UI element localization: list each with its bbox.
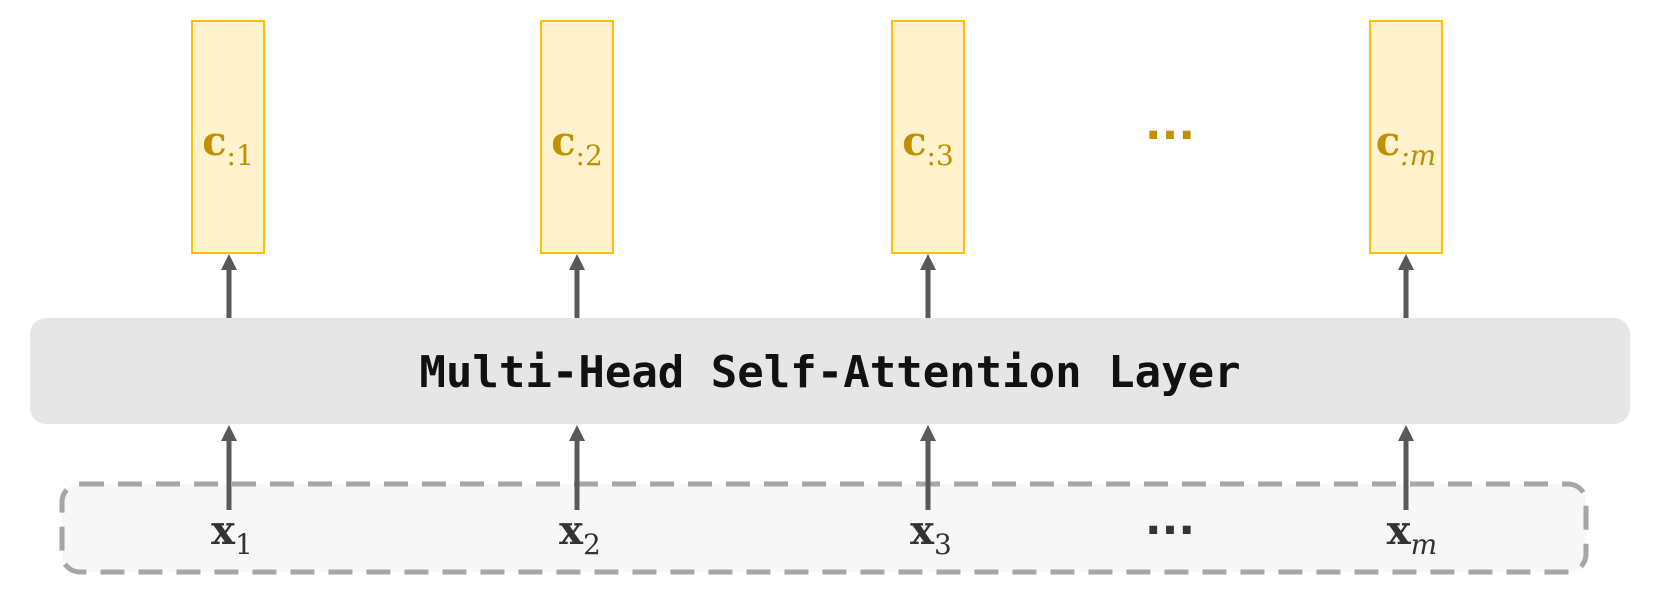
output-box — [1369, 20, 1443, 254]
input-xm: xm — [1387, 507, 1437, 561]
output-label: c:1 — [202, 118, 254, 172]
output-c2: c:2 — [540, 20, 614, 254]
input-x2: x2 — [559, 507, 601, 561]
output-label: c:3 — [902, 118, 954, 172]
input-x3: x3 — [910, 507, 952, 561]
attention-layer-block — [30, 318, 1630, 424]
output-label: c:2 — [551, 118, 603, 172]
output-box — [891, 20, 965, 254]
output-box — [191, 20, 265, 254]
output-c1: c:1 — [191, 20, 265, 254]
attention-layer-label: Multi-Head Self-Attention Layer — [419, 347, 1240, 398]
input-ellipsis: ··· — [1145, 505, 1195, 556]
input-x1: x1 — [211, 507, 253, 561]
output-c3: c:3 — [891, 20, 965, 254]
output-label: c:m — [1376, 118, 1436, 172]
output-box — [540, 20, 614, 254]
input-frame — [59, 481, 1589, 575]
output-cm: c:m — [1369, 20, 1443, 254]
output-ellipsis: ··· — [1145, 110, 1195, 161]
